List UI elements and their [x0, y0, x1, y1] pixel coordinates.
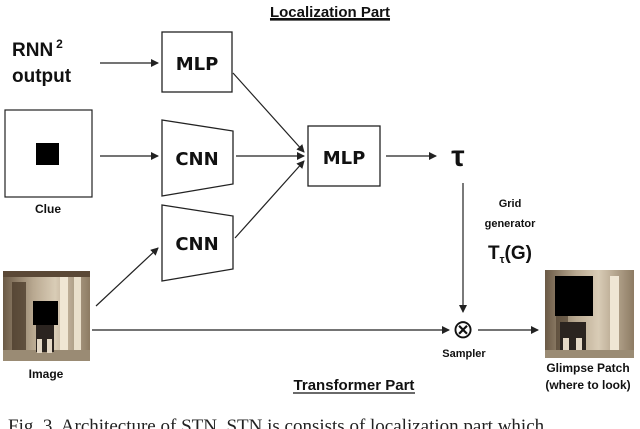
sampler-label: Sampler [442, 348, 486, 360]
input-image [3, 271, 90, 361]
glimpse-patch-label: Glimpse Patch [546, 361, 629, 375]
transformer-part-title: Transformer Part [294, 377, 415, 394]
rnn-output-label-line2: output [12, 66, 72, 87]
image-label: Image [29, 367, 64, 381]
cnn-image-label: CNN [175, 234, 218, 255]
figure-caption: Fig. 3. Architecture of STN. STN is cons… [8, 416, 545, 429]
cnn-clue-label: CNN [175, 149, 218, 170]
tau-symbol: τ [451, 140, 464, 173]
arrow-cnn-image-to-center [234, 160, 305, 239]
localization-part-title: Localization Part [270, 4, 390, 21]
clue-black-square [36, 143, 59, 165]
mlp-top-block [161, 31, 233, 93]
generator-label: generator [485, 218, 536, 230]
cnn-clue-block [161, 119, 234, 197]
mlp-top-label: MLP [176, 54, 219, 75]
grid-label: Grid [499, 198, 522, 210]
glimpse-patch-sublabel: (where to look) [545, 378, 630, 392]
mlp-center-label: MLP [323, 148, 366, 169]
glimpse-patch-image [545, 270, 634, 358]
arrow-image-to-cnn [95, 247, 159, 307]
mlp-center-block [307, 125, 381, 187]
clue-label: Clue [35, 202, 61, 216]
cnn-image-block [161, 204, 234, 282]
sampler-symbol: ⊗ [452, 315, 474, 345]
arrow-mlp-to-center [232, 72, 305, 153]
grid-formula: Tτ(G) [488, 243, 532, 266]
